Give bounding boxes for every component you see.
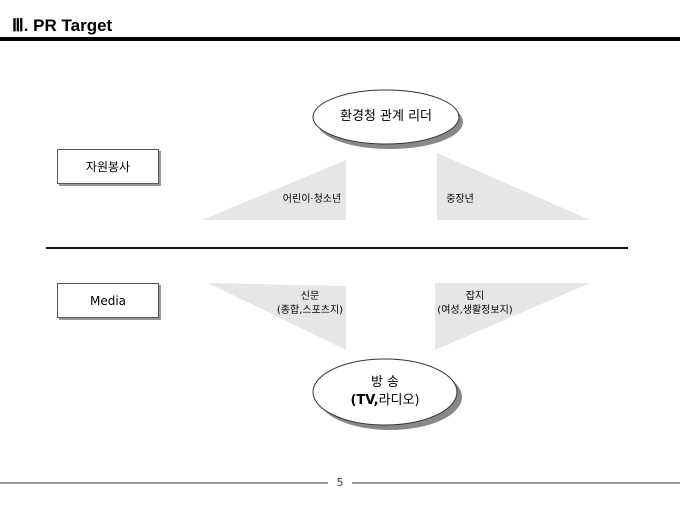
volunteer-box-label: 자원봉사: [85, 160, 131, 174]
page-title: Ⅲ. PR Target: [12, 16, 113, 35]
bottom-right-triangle-label: 잡지 (여성,생활정보지): [415, 290, 535, 318]
broadcast-sublabel-bold: (TV,: [350, 393, 379, 408]
magazine-sublabel: (여성,생활정보지): [437, 305, 513, 316]
top-ellipse: 환경청 관계 리더: [313, 90, 459, 144]
newspaper-label: 신문: [300, 291, 320, 302]
top-right-triangle-label: 중장년: [446, 194, 474, 205]
page-number: 5: [336, 476, 344, 489]
title-divider: [0, 37, 680, 41]
bottom-ellipse: 방 송 (TV,라디오): [313, 359, 457, 425]
top-left-triangle: [202, 160, 346, 220]
volunteer-box: 자원봉사: [57, 149, 159, 184]
top-ellipse-shape: [312, 89, 460, 145]
top-left-triangle-label: 어린이·청소년: [282, 194, 342, 205]
magazine-label: 잡지: [465, 291, 485, 302]
top-ellipse-label: 환경청 관계 리더: [340, 109, 432, 124]
broadcast-sublabel: 라디오): [378, 393, 420, 408]
top-right-triangle: [437, 153, 590, 220]
newspaper-sublabel: (종합,스포츠지): [276, 305, 344, 316]
bottom-left-triangle-label: 신문 (종합,스포츠지): [250, 290, 370, 318]
bottom-ellipse-shape: [312, 358, 458, 426]
media-box: Media: [57, 283, 159, 318]
bottom-left-triangle: [208, 283, 346, 350]
broadcast-label: 방 송: [370, 375, 400, 390]
bottom-right-triangle: [435, 283, 590, 350]
media-box-label: Media: [89, 293, 127, 308]
